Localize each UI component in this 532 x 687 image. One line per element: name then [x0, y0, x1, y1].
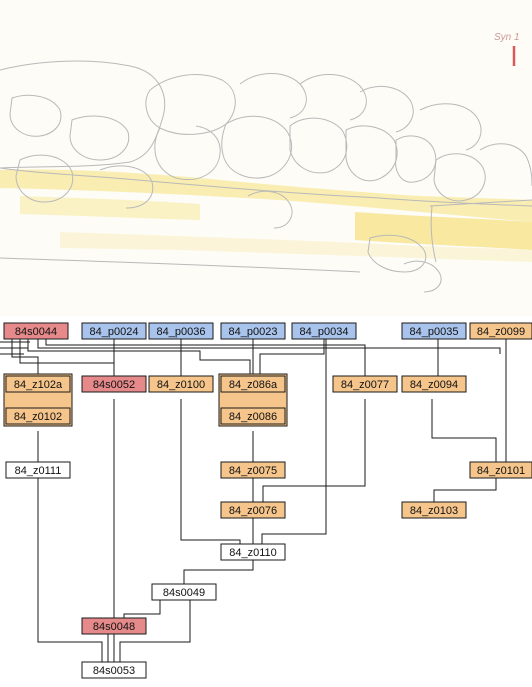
node-box: [148, 375, 214, 393]
node-label: 84_z086a: [229, 379, 278, 391]
node-box: [220, 375, 286, 393]
node-label: 84_z0086: [229, 411, 277, 423]
node-box: [81, 617, 147, 635]
node-box: [220, 461, 286, 479]
node-label: 84s0053: [93, 665, 135, 677]
node-box: [401, 375, 467, 393]
node-box: [148, 322, 214, 340]
node-label: 84_p0036: [157, 326, 206, 338]
matrix-node-84s0048[interactable]: 84s0048: [81, 617, 147, 635]
node-box: [5, 375, 71, 393]
node-box: [5, 407, 71, 425]
edge-84_z0094-84_z0101: [431, 399, 497, 462]
node-box: [401, 501, 467, 519]
node-label: 84_z102a: [14, 379, 63, 391]
node-label: 84_z0077: [341, 379, 389, 391]
node-label: 84_p0023: [229, 326, 278, 338]
matrix-node-84_p0034[interactable]: 84_p0034: [291, 322, 357, 340]
sheet-annotation: Syn 1: [494, 32, 520, 43]
edge-84s0049-84s0053: [119, 598, 191, 662]
node-label: 84_z0111: [15, 465, 62, 477]
node-box: [81, 322, 147, 340]
matrix-node-84_p0023[interactable]: 84_p0023: [220, 322, 286, 340]
matrix-edges: [0, 338, 507, 662]
drawing-paper: [0, 0, 532, 316]
node-label: 84_z0094: [410, 379, 458, 391]
matrix-node-84_z102a[interactable]: 84_z102a: [5, 375, 71, 393]
node-box: [401, 322, 467, 340]
matrix-node-84_z0077[interactable]: 84_z0077: [332, 375, 398, 393]
node-box: [220, 543, 286, 561]
node-box: [3, 322, 69, 340]
node-label: 84_z0110: [229, 547, 277, 559]
matrix-node-84s0053[interactable]: 84s0053: [81, 661, 147, 679]
node-box: [151, 583, 217, 601]
node-label: 84_z0100: [157, 379, 205, 391]
node-box: [469, 461, 532, 479]
node-box: [81, 661, 147, 679]
edge-84_z0100-84_z0110: [180, 399, 241, 544]
matrix-node-84_z0086[interactable]: 84_z0086: [220, 407, 286, 425]
matrix-node-84_z0094[interactable]: 84_z0094: [401, 375, 467, 393]
matrix-node-84_z0111[interactable]: 84_z0111: [5, 461, 71, 479]
stratigraphic-matrix: 84s0044 84_p0024 84_p0036 84_p0023 84_p0034 8…: [0, 316, 532, 687]
node-label: 84s0044: [15, 326, 57, 338]
matrix-node-84_z0076[interactable]: 84_z0076: [220, 501, 286, 519]
node-box: [220, 407, 286, 425]
node-box: [469, 322, 532, 340]
matrix-node-84_z0110[interactable]: 84_z0110: [220, 543, 286, 561]
matrix-node-84s0049[interactable]: 84s0049: [151, 583, 217, 601]
edge-84_z0101-84_z0103: [433, 476, 497, 502]
matrix-nodes: 84s0044 84_p0024 84_p0036 84_p0023 84_p0034 8…: [3, 322, 532, 679]
edge-84s0044-84_z102a: [11, 338, 39, 376]
node-box: [220, 501, 286, 519]
ink-annotation: Syn 1: [494, 32, 520, 66]
node-label: 84s0048: [93, 621, 135, 633]
matrix-node-84s0044[interactable]: 84s0044: [3, 322, 69, 340]
matrix-node-84_z0102[interactable]: 84_z0102: [5, 407, 71, 425]
node-box: [5, 461, 71, 479]
edge-84s0049-84s0048: [123, 598, 161, 618]
section-drawing: Syn 1: [0, 0, 532, 316]
matrix-node-84_z0101[interactable]: 84_z0101: [469, 461, 532, 479]
edge-84_z0111-84s0053: [37, 476, 103, 662]
node-label: 84_z0103: [410, 505, 458, 517]
matrix-node-84_p0024[interactable]: 84_p0024: [81, 322, 147, 340]
node-label: 84s0049: [163, 587, 205, 599]
stone-outlines: [0, 60, 532, 293]
matrix-node-84_z0099[interactable]: 84_z0099: [469, 322, 532, 340]
node-box: [81, 375, 147, 393]
edge-84s0048-84s0053: [107, 634, 115, 662]
matrix-node-84_z0075[interactable]: 84_z0075: [220, 461, 286, 479]
edge-84s0044-right: [37, 338, 501, 354]
matrix-node-84_z086a[interactable]: 84_z086a: [220, 375, 286, 393]
matrix-node-84_p0035[interactable]: 84_p0035: [401, 322, 467, 340]
node-box: [332, 375, 398, 393]
edge-84_z0110-84s0049: [183, 558, 254, 584]
node-box: [220, 322, 286, 340]
node-box: [291, 322, 357, 340]
node-label: 84_p0035: [410, 326, 459, 338]
node-label: 84_z0099: [477, 326, 525, 338]
matrix-node-84_p0036[interactable]: 84_p0036: [148, 322, 214, 340]
edge-84s0044-84_z0077: [45, 338, 366, 376]
node-label: 84_p0024: [90, 326, 139, 338]
node-label: 84_z0102: [14, 411, 62, 423]
node-label: 84_z0075: [229, 465, 277, 477]
node-label: 84s0052: [93, 379, 135, 391]
node-label: 84_p0034: [300, 326, 349, 338]
edge-84s0044-84_z0086: [27, 338, 251, 376]
matrix-node-84_z0100[interactable]: 84_z0100: [148, 375, 214, 393]
edge-84_p0034-84_z0110: [261, 338, 327, 544]
edge-84_z0077-84_z0076: [262, 399, 366, 502]
matrix-node-84_z0103[interactable]: 84_z0103: [401, 501, 467, 519]
edge-84_p0034-84_z0075: [259, 338, 325, 376]
yellow-wash: [0, 169, 532, 262]
matrix-node-84s0052[interactable]: 84s0052: [81, 375, 147, 393]
node-label: 84_z0101: [477, 465, 525, 477]
node-label: 84_z0076: [229, 505, 277, 517]
